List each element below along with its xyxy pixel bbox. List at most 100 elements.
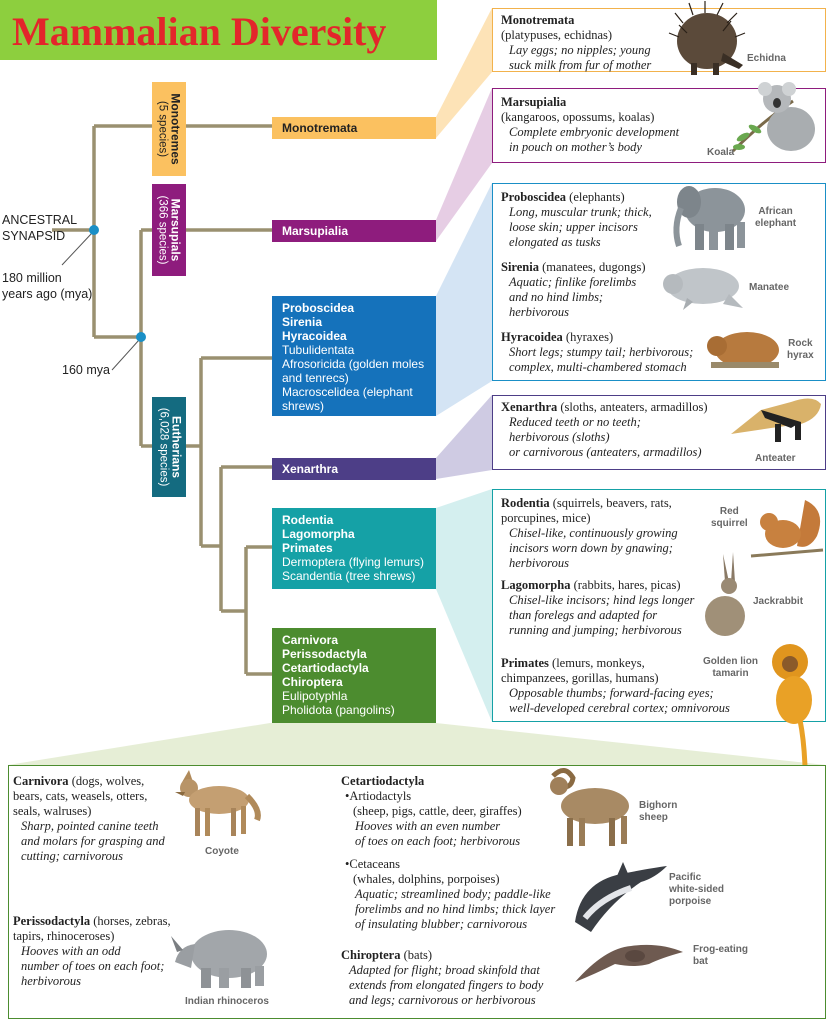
- perissodactyla-common-2: tapirs, rhinoceroses): [13, 929, 115, 943]
- anteater-illustration: [731, 398, 821, 442]
- primates-desc-2: well-developed cerebral cortex; omnivoro…: [509, 701, 730, 715]
- clade-eutherians: Eutherians(6,028 species): [152, 397, 186, 497]
- rodentia-desc-1: Chisel-like, continuously growing: [509, 526, 678, 540]
- rodentia-desc-2: incisors worn down by gnawing;: [509, 541, 673, 555]
- primates-name: Primates: [501, 656, 549, 670]
- echidna-illustration: [668, 1, 746, 75]
- afro-macroscelidea: Macroscelidea (elephant: [282, 385, 413, 399]
- lagomorpha-common: (rabbits, hares, picas): [570, 578, 681, 592]
- entry-proboscidea: Proboscidea (elephants) Long, muscular t…: [501, 190, 652, 250]
- card-marsupialia-name: Marsupialia: [501, 95, 567, 109]
- coyote-label: Coyote: [205, 846, 239, 857]
- proboscidea-desc-1: Long, muscular trunk; thick,: [509, 205, 652, 219]
- carnivora-common-3: seals, walruses): [13, 804, 92, 818]
- clade-marsupials-count: (366 species): [157, 195, 170, 265]
- cetartiodactyla-name: Cetartiodactyla: [341, 774, 425, 788]
- group-monotremata: Monotremata: [272, 117, 436, 139]
- time-180-line1: 180 million: [2, 271, 62, 285]
- wedge-monotremata: [436, 8, 492, 138]
- cetaceans-name: •Cetaceans: [345, 857, 401, 871]
- clade-monotremes-name: Monotremes: [169, 93, 183, 165]
- entry-rodentia: Rodentia (squirrels, beavers, rats, porc…: [501, 496, 678, 571]
- title-banner: [0, 0, 437, 60]
- chiroptera-desc-1: Adapted for flight; broad skinfold that: [349, 963, 540, 977]
- laura-carnivora: Carnivora: [282, 633, 339, 647]
- squirrel-label-2: squirrel: [711, 518, 748, 529]
- tamarin-label-2: tamarin: [712, 668, 749, 679]
- sirenia-desc-3: herbivorous: [509, 305, 569, 319]
- carnivora-desc-3: cutting; carnivorous: [21, 849, 123, 863]
- proboscidea-common: (elephants): [566, 190, 625, 204]
- hyracoidea-name: Hyracoidea: [501, 330, 563, 344]
- euarch-primates: Primates: [282, 541, 333, 555]
- lagomorpha-name: Lagomorpha: [501, 578, 571, 592]
- hyrax-label-1: Rock: [788, 338, 813, 349]
- proboscidea-name: Proboscidea: [501, 190, 567, 204]
- euarch-rodentia: Rodentia: [282, 513, 334, 527]
- group-euarchontoglires: Rodentia Lagomorpha Primates Dermoptera …: [272, 508, 436, 589]
- primates-common: (lemurs, monkeys,: [548, 656, 645, 670]
- card-marsupialia-desc-2: in pouch on mother’s body: [509, 140, 642, 154]
- time-pointers: [61, 232, 140, 371]
- clade-monotremes-count: (5 species): [157, 100, 169, 158]
- perissodactyla-name: Perissodactyla: [13, 914, 91, 928]
- sheep-label-2: sheep: [639, 812, 668, 823]
- wedge-marsupialia: [436, 88, 492, 241]
- squirrel-illustration: [750, 500, 824, 558]
- koala-illustration: [731, 82, 815, 153]
- entry-sirenia: Sirenia (manatees, dugongs) Aquatic; fin…: [501, 260, 646, 320]
- entry-carnivora: Carnivora (dogs, wolves, bears, cats, we…: [13, 774, 165, 864]
- rodentia-common-2: porcupines, mice): [501, 511, 591, 525]
- wedge-euarch: [436, 489, 492, 722]
- jackrabbit-label: Jackrabbit: [753, 596, 804, 607]
- perissodactyla-desc-1: Hooves with an odd: [21, 944, 121, 958]
- perissodactyla-desc-2: number of toes on each foot;: [21, 959, 165, 973]
- wedge-xenarthra: [436, 395, 492, 479]
- hyracoidea-common: (hyraxes): [562, 330, 614, 344]
- carnivora-common-2: bears, cats, weasels, otters,: [13, 789, 148, 803]
- card-afrotheria: Proboscidea (elephants) Long, muscular t…: [492, 183, 826, 381]
- euarch-lagomorpha: Lagomorpha: [282, 527, 355, 541]
- laura-pholidota: Pholidota (pangolins): [282, 703, 395, 717]
- lagomorpha-desc-1: Chisel-like incisors; hind legs longer: [509, 593, 695, 607]
- chiroptera-desc-2: extends from elongated fingers to body: [349, 978, 544, 992]
- clade-eutherians-name: Eutherians: [169, 415, 183, 478]
- cetaceans-desc-2: forelimbs and no hind limbs; thick layer: [355, 902, 556, 916]
- entry-primates: Primates (lemurs, monkeys, chimpanzees, …: [501, 656, 730, 716]
- wedge-laurasia: [8, 723, 826, 765]
- card-xenarthra: Xenarthra (sloths, anteaters, armadillos…: [492, 395, 826, 470]
- perissodactyla-desc-3: herbivorous: [21, 974, 81, 988]
- elephant-label-1: African: [758, 206, 793, 217]
- hyrax-label-2: hyrax: [787, 350, 814, 361]
- laura-perissodactyla: Perissodactyla: [282, 647, 367, 661]
- clade-marsupials: Marsupials(366 species): [152, 184, 186, 276]
- afro-proboscidea: Proboscidea: [282, 301, 355, 315]
- euarch-dermoptera: Dermoptera (flying lemurs): [282, 555, 425, 569]
- time-180mya: 180 million years ago (mya): [2, 270, 92, 302]
- card-xenarthra-desc-1: Reduced teeth or no teeth;: [509, 415, 641, 429]
- root-label-line2: SYNAPSID: [2, 229, 66, 243]
- card-monotremata-name: Monotremata: [501, 13, 575, 27]
- sheep-label-1: Bighorn: [639, 800, 678, 811]
- porpoise-label-2: white-sided: [669, 884, 725, 895]
- chiroptera-common: (bats): [400, 948, 433, 962]
- porpoise-label-1: Pacific: [669, 872, 702, 883]
- afro-afrosoricida-2: and tenrecs): [282, 371, 349, 385]
- card-xenarthra-common: (sloths, anteaters, armadillos): [557, 400, 708, 414]
- afro-hyracoidea: Hyracoidea: [282, 329, 347, 343]
- jackrabbit-illustration: [705, 552, 745, 636]
- manatee-label: Manatee: [749, 282, 790, 293]
- entry-perissodactyla: Perissodactyla (horses, zebras, tapirs, …: [13, 914, 171, 989]
- group-laurasiatheria: Carnivora Perissodactyla Cetartiodactyla…: [272, 628, 436, 723]
- card-marsupialia: Marsupialia (kangaroos, opossums, koalas…: [492, 82, 826, 163]
- rodentia-name: Rodentia: [501, 496, 550, 510]
- lagomorpha-desc-3: running and jumping; herbivorous: [509, 623, 682, 637]
- sirenia-common: (manatees, dugongs): [538, 260, 646, 274]
- root-label-line1: ANCESTRAL: [2, 213, 78, 227]
- cetaceans-desc-1: Aquatic; streamlined body; paddle-like: [355, 887, 551, 901]
- elephant-label-2: elephant: [755, 218, 797, 229]
- tamarin-label-1: Golden lion: [703, 656, 758, 667]
- coyote-illustration: [175, 770, 261, 836]
- hyracoidea-desc-1: Short legs; stumpy tail; herbivorous;: [509, 345, 694, 359]
